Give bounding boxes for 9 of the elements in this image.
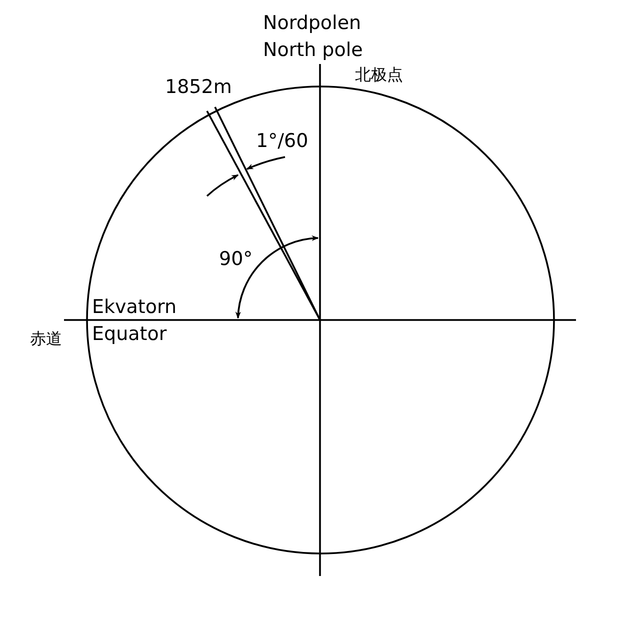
pole-label: North pole <box>263 41 363 60</box>
pole-label: Nordpolen <box>263 14 362 33</box>
equator-label: Equator <box>92 325 167 344</box>
equator-label: Ekvatorn <box>92 298 176 317</box>
angle-label: 90° <box>219 250 253 269</box>
equator-label: 赤道 <box>30 331 62 347</box>
angle-label: 1°/60 <box>256 132 308 151</box>
distance-label: 1852m <box>165 78 232 97</box>
pole-label: 北极点 <box>355 67 403 83</box>
